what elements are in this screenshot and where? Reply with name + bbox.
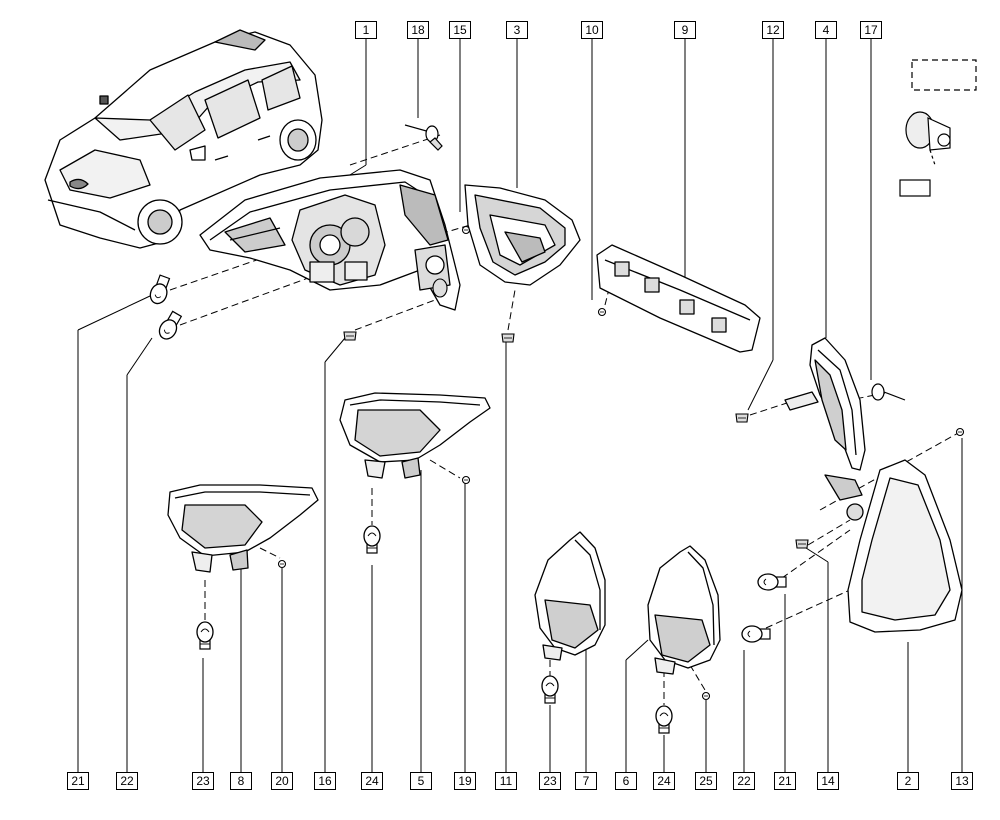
callout-top-1: 1: [355, 21, 377, 39]
side-lamp: [785, 338, 865, 470]
screw-icon: [461, 475, 471, 485]
screw-icon: [277, 559, 287, 569]
callout-bottom-2: 22: [116, 772, 138, 790]
screw-icon: [955, 427, 965, 437]
clip-icon: [343, 331, 357, 341]
callout-bottom-15: 25: [695, 772, 717, 790]
callout-bottom-8: 5: [410, 772, 432, 790]
bulb-icon: [899, 59, 977, 197]
lamp-housing: [648, 546, 720, 674]
bulb-icon: [155, 309, 185, 343]
callout-bottom-16: 22: [733, 772, 755, 790]
callout-bottom-4: 8: [230, 772, 252, 790]
callout-top-4: 3: [506, 21, 528, 39]
callout-bottom-7: 24: [361, 772, 383, 790]
rear-lamp-icon: [465, 185, 580, 285]
callout-bottom-6: 16: [314, 772, 336, 790]
callout-bottom-18: 14: [817, 772, 839, 790]
callout-bottom-9: 19: [454, 772, 476, 790]
callout-bottom-11: 23: [539, 772, 561, 790]
clip-icon: [501, 333, 515, 343]
callout-bottom-20: 13: [951, 772, 973, 790]
bulb-icon: [147, 273, 173, 307]
callout-bottom-14: 24: [653, 772, 675, 790]
bulb-icon: [541, 675, 559, 704]
callout-top-7: 12: [762, 21, 784, 39]
screw-icon: [597, 307, 607, 317]
bulb-icon: [757, 573, 787, 591]
lamp-housing: [535, 532, 605, 660]
screw-icon: [701, 691, 711, 701]
bulb-icon: [655, 705, 673, 734]
callout-top-8: 4: [815, 21, 837, 39]
clip-icon: [871, 383, 906, 401]
callout-bottom-19: 2: [897, 772, 919, 790]
callout-bottom-13: 6: [615, 772, 637, 790]
callout-top-6: 9: [674, 21, 696, 39]
car-icon: [44, 29, 323, 249]
callout-bottom-3: 23: [192, 772, 214, 790]
lamp-housing: [340, 393, 490, 478]
rear-lamp-icon: [825, 460, 962, 632]
callout-bottom-12: 7: [575, 772, 597, 790]
connector-icon: [432, 278, 448, 298]
callout-bottom-5: 20: [271, 772, 293, 790]
callout-top-3: 15: [449, 21, 471, 39]
leader-lines: [77, 38, 963, 772]
callout-top-2: 18: [407, 21, 429, 39]
callout-bottom-1: 21: [67, 772, 89, 790]
bulb-icon: [196, 621, 214, 650]
bulb-icon: [363, 525, 381, 554]
lamp-housing: [168, 485, 318, 572]
callout-bottom-17: 21: [774, 772, 796, 790]
callout-bottom-10: 11: [495, 772, 517, 790]
callout-top-9: 17: [860, 21, 882, 39]
rear-lamp-icon: [200, 170, 460, 310]
clip-icon: [735, 413, 749, 423]
clip-icon: [404, 124, 443, 151]
callout-top-5: 10: [581, 21, 603, 39]
bulb-icon: [741, 625, 771, 643]
reflector-bar: [597, 245, 760, 352]
clip-icon: [795, 539, 809, 549]
